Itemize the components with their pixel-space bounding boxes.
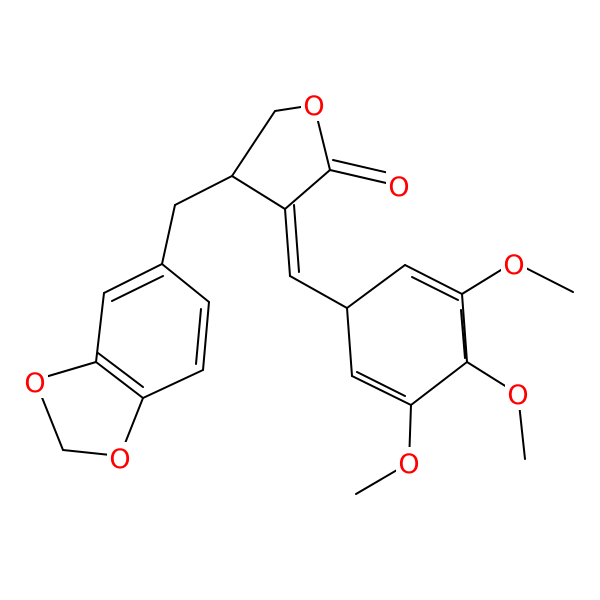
- bond-line: [346, 307, 353, 377]
- bond-line: [351, 375, 412, 406]
- atom-label-O-methoxy-middle: O: [505, 378, 531, 411]
- oxygen-label: O: [398, 449, 419, 480]
- oxygen-label: O: [507, 380, 528, 411]
- bond-line: [161, 263, 210, 303]
- bond-line: [174, 175, 233, 206]
- bond-line: [95, 361, 144, 399]
- bond-line: [202, 301, 210, 371]
- oxygen-label: O: [303, 91, 324, 122]
- atom-label-O-dioxole-bottom: O: [107, 442, 133, 475]
- bond-line: [346, 264, 406, 309]
- bond-line: [404, 264, 463, 295]
- bond-line: [111, 275, 164, 302]
- bond-line: [284, 169, 331, 210]
- bond-line: [231, 110, 276, 177]
- oxygen-label: O: [503, 250, 524, 281]
- bond-line: [231, 175, 286, 210]
- atom-labels: O O O O O O O: [22, 89, 531, 480]
- atom-label-O-methoxy-bottom: O: [396, 447, 422, 480]
- bond-line: [142, 369, 204, 399]
- bond-line: [284, 208, 291, 277]
- atom-label-O-methoxy-top: O: [501, 248, 527, 281]
- bond-line: [97, 352, 144, 388]
- bond-line: [95, 292, 105, 363]
- bond-line: [289, 275, 348, 309]
- bond-line: [411, 276, 459, 301]
- bond-line: [410, 361, 468, 406]
- bond-line: [161, 204, 176, 265]
- atom-label-O-dioxole-left: O: [22, 366, 48, 399]
- bond-line: [293, 204, 300, 273]
- oxygen-label: O: [388, 172, 409, 203]
- bond-line: [461, 293, 468, 363]
- bond-line: [356, 371, 406, 397]
- bond-line: [195, 308, 202, 365]
- bond-line: [460, 309, 466, 359]
- atom-label-O-lactone-ring: O: [301, 89, 327, 122]
- oxygen-label: O: [24, 368, 45, 399]
- oxygen-label: O: [109, 444, 130, 475]
- atom-label-O-carbonyl: O: [386, 170, 412, 203]
- bond-line: [103, 263, 163, 294]
